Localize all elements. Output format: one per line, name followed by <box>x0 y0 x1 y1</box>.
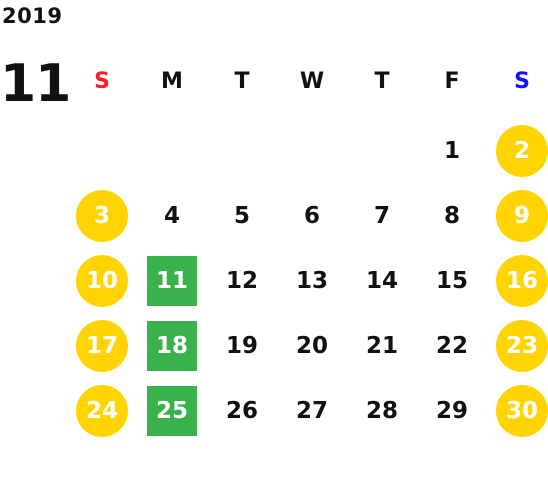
day-cell[interactable]: 4 <box>137 183 207 248</box>
day-cell[interactable]: 3 <box>67 183 137 248</box>
day-cell[interactable]: 29 <box>417 378 487 443</box>
day-number: 29 <box>435 397 468 424</box>
weekday-saturday: S <box>514 69 530 94</box>
day-number: 27 <box>295 397 328 424</box>
day-number: 4 <box>163 202 180 229</box>
day-number: 7 <box>373 202 390 229</box>
weekday-thursday: T <box>374 69 390 94</box>
weekday-wednesday: W <box>299 69 325 94</box>
day-number: 26 <box>225 397 258 424</box>
day-cell[interactable]: 1 <box>417 118 487 183</box>
day-cell[interactable]: 16 <box>487 248 548 313</box>
day-number: 16 <box>496 254 548 307</box>
weekday-friday: F <box>444 69 460 94</box>
day-cell[interactable]: 23 <box>487 313 548 378</box>
weekday-sunday: S <box>94 69 110 94</box>
day-cell[interactable]: 24 <box>67 378 137 443</box>
day-number: 28 <box>365 397 398 424</box>
day-number: 1 <box>443 137 460 164</box>
day-number: 22 <box>435 332 468 359</box>
day-cell[interactable]: 15 <box>417 248 487 313</box>
day-cell[interactable]: 8 <box>417 183 487 248</box>
day-cell[interactable]: 19 <box>207 313 277 378</box>
day-cell[interactable]: 7 <box>347 183 417 248</box>
day-number: 11 <box>147 255 197 306</box>
day-cell[interactable]: 20 <box>277 313 347 378</box>
day-cell[interactable]: 18 <box>137 313 207 378</box>
day-number: 21 <box>365 332 398 359</box>
day-number: 2 <box>496 124 548 177</box>
day-number: 3 <box>76 189 128 242</box>
day-number: 15 <box>435 267 468 294</box>
day-cell[interactable]: 28 <box>347 378 417 443</box>
day-number: 17 <box>76 319 128 372</box>
day-cell[interactable]: 21 <box>347 313 417 378</box>
month-label: 11 <box>0 54 71 114</box>
day-cell[interactable]: 12 <box>207 248 277 313</box>
day-number: 18 <box>147 320 197 371</box>
day-number: 6 <box>303 202 320 229</box>
weekday-monday: M <box>161 69 183 94</box>
day-cell[interactable]: 25 <box>137 378 207 443</box>
day-number: 23 <box>496 319 548 372</box>
day-cell[interactable]: 27 <box>277 378 347 443</box>
day-cell[interactable]: 13 <box>277 248 347 313</box>
day-cell[interactable]: 6 <box>277 183 347 248</box>
day-number: 13 <box>295 267 328 294</box>
day-number: 30 <box>496 384 548 437</box>
day-cell[interactable]: 2 <box>487 118 548 183</box>
day-cell[interactable]: 9 <box>487 183 548 248</box>
day-cell[interactable]: 30 <box>487 378 548 443</box>
day-cell[interactable]: 14 <box>347 248 417 313</box>
day-cell[interactable]: 5 <box>207 183 277 248</box>
day-number: 8 <box>443 202 460 229</box>
day-number: 25 <box>147 385 197 436</box>
day-number: 19 <box>225 332 258 359</box>
year-label: 2019 <box>2 4 63 28</box>
day-number: 5 <box>233 202 250 229</box>
day-number: 14 <box>365 267 398 294</box>
weekday-header-row: S M T W T F S <box>67 64 548 100</box>
day-cell[interactable]: 26 <box>207 378 277 443</box>
day-number: 12 <box>225 267 258 294</box>
day-number: 24 <box>76 384 128 437</box>
day-number: 10 <box>76 254 128 307</box>
day-number: 20 <box>295 332 328 359</box>
day-number: 9 <box>496 189 548 242</box>
day-cell[interactable]: 10 <box>67 248 137 313</box>
day-cell[interactable]: 11 <box>137 248 207 313</box>
weekday-tuesday: T <box>234 69 250 94</box>
day-cell[interactable]: 17 <box>67 313 137 378</box>
day-cell[interactable]: 22 <box>417 313 487 378</box>
